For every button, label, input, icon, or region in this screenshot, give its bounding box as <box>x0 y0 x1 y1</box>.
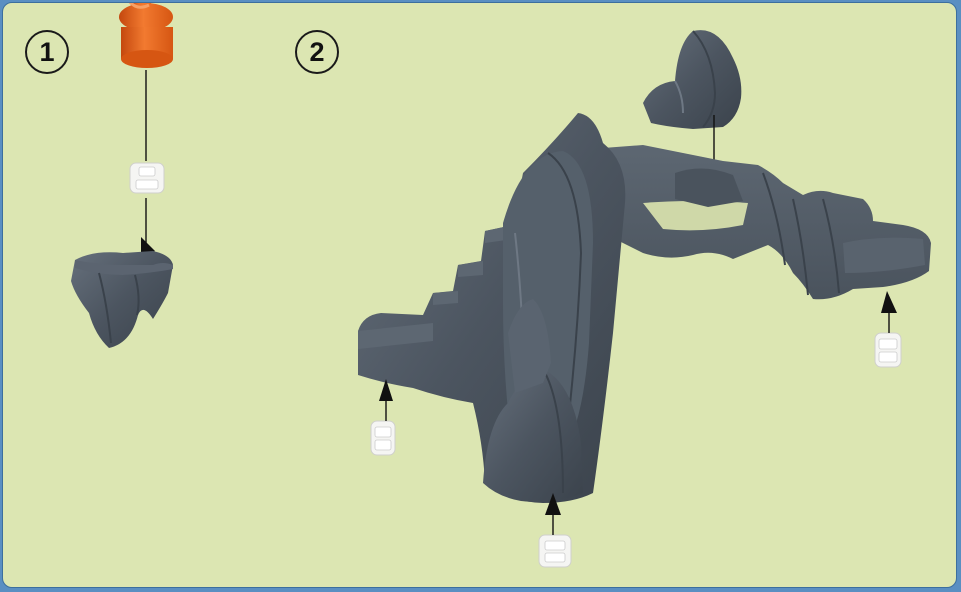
white-connector-icon <box>371 421 395 455</box>
assembly-illustration <box>3 3 956 587</box>
rock-cap-icon <box>643 30 741 129</box>
rock-cliff-icon <box>358 113 931 503</box>
white-connector-icon <box>539 535 571 567</box>
orange-peg-icon <box>119 3 173 68</box>
rock-piece-icon <box>71 251 173 348</box>
arrow-icon <box>881 291 897 313</box>
white-connector-icon <box>875 333 901 367</box>
white-connector-icon <box>130 163 164 193</box>
